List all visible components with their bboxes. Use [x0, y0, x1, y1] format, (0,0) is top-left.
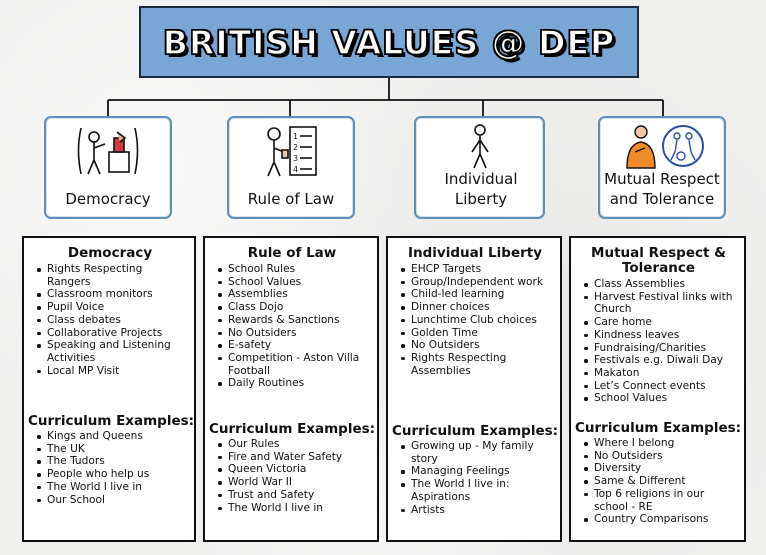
card-label: Individual Liberty — [444, 170, 518, 208]
list-item: School Values — [579, 392, 738, 405]
list-item: Daily Routines — [213, 377, 371, 390]
list-item: Classroom monitors — [32, 288, 188, 301]
list-item: Top 6 religions in our school - RE — [579, 488, 740, 513]
list-item: Fire and Water Safety — [213, 451, 373, 464]
card-democracy: Democracy — [44, 116, 172, 219]
column-title: Individual Liberty — [407, 245, 543, 261]
column-democracy: Democracy Rights Respecting Rangers Clas… — [22, 236, 196, 542]
card-individual-liberty: Individual Liberty — [414, 116, 545, 219]
rules-list-icon: 1 2 3 4 — [229, 122, 353, 180]
list-item: The UK — [32, 443, 190, 456]
list-item: Our School — [32, 494, 190, 507]
list-item: World War II — [213, 476, 373, 489]
list-item: Queen Victoria — [213, 463, 373, 476]
list-item: School Values — [213, 276, 371, 289]
list-item: Rights Respecting Rangers — [32, 263, 188, 288]
title-banner: BRITISH VALUES @ DEP — [139, 6, 639, 78]
values-list: EHCP Targets Group/Independent work Chil… — [396, 263, 554, 377]
list-item: Diversity — [579, 462, 740, 475]
column-mutual-respect: Mutual Respect & Tolerance Class Assembl… — [569, 236, 746, 542]
list-item: Collaborative Projects — [32, 327, 188, 340]
list-item: Managing Feelings — [396, 465, 556, 478]
list-item: The Tudors — [32, 455, 190, 468]
list-item: Assemblies — [213, 288, 371, 301]
svg-text:3: 3 — [293, 154, 298, 163]
list-item: Growing up - My family story — [396, 440, 556, 465]
curriculum-list: Our Rules Fire and Water Safety Queen Vi… — [213, 438, 373, 514]
card-label: Mutual Respect and Tolerance — [604, 170, 720, 208]
person-icon — [416, 122, 543, 170]
column-title: Democracy — [67, 245, 153, 261]
curriculum-list: Growing up - My family story Managing Fe… — [396, 440, 556, 516]
column-title: Rule of Law — [247, 245, 337, 261]
curriculum-title: Curriculum Examples: — [575, 420, 742, 436]
list-item: Rights Respecting Assemblies — [396, 352, 554, 377]
list-item: Local MP Visit — [32, 365, 188, 378]
list-item: Country Comparisons — [579, 513, 740, 526]
curriculum-list: Where I belong No Outsiders Diversity Sa… — [579, 437, 740, 526]
list-item: The World I live in — [213, 502, 373, 515]
list-item: Our Rules — [213, 438, 373, 451]
values-list: School Rules School Values Assemblies Cl… — [213, 263, 371, 390]
column-rule-of-law: Rule of Law School Rules School Values A… — [203, 236, 379, 542]
list-item: Harvest Festival links with Church — [579, 291, 738, 316]
curriculum-title: Curriculum Examples: — [28, 413, 195, 429]
list-item: Class debates — [32, 314, 188, 327]
list-item: Artists — [396, 504, 556, 517]
card-rule-of-law: 1 2 3 4 Rule of Law — [227, 116, 355, 219]
list-item: No Outsiders — [396, 339, 554, 352]
svg-text:4: 4 — [293, 165, 298, 174]
list-item: The World I live in — [32, 481, 190, 494]
list-item: Let’s Connect events — [579, 380, 738, 393]
list-item: Kindness leaves — [579, 329, 738, 342]
card-label: Democracy — [65, 190, 151, 208]
list-item: No Outsiders — [579, 450, 740, 463]
list-item: Group/Independent work — [396, 276, 554, 289]
list-item: Where I belong — [579, 437, 740, 450]
svg-text:2: 2 — [293, 143, 298, 152]
list-item: Class Assemblies — [579, 278, 738, 291]
list-item: Care home — [579, 316, 738, 329]
page-title: BRITISH VALUES @ DEP — [162, 22, 616, 63]
list-item: Festivals e.g. Diwali Day — [579, 354, 738, 367]
list-item: Lunchtime Club choices — [396, 314, 554, 327]
list-item: Makaton — [579, 367, 738, 380]
list-item: The World I live in: Aspirations — [396, 478, 556, 503]
list-item: Same & Different — [579, 475, 740, 488]
list-item: Child-led learning — [396, 288, 554, 301]
curriculum-list: Kings and Queens The UK The Tudors Peopl… — [32, 430, 190, 506]
list-item: Class Dojo — [213, 301, 371, 314]
svg-text:1: 1 — [293, 132, 298, 141]
list-item: People who help us — [32, 468, 190, 481]
people-respect-icon — [600, 122, 724, 170]
curriculum-title: Curriculum Examples: — [392, 423, 559, 439]
list-item: Speaking and Listening Activities — [32, 339, 188, 364]
values-list: Class Assemblies Harvest Festival links … — [579, 278, 738, 405]
card-label: Rule of Law — [247, 190, 335, 208]
list-item: Rewards & Sanctions — [213, 314, 371, 327]
curriculum-title: Curriculum Examples: — [209, 421, 376, 437]
list-item: Kings and Queens — [32, 430, 190, 443]
list-item: Fundraising/Charities — [579, 342, 738, 355]
column-title: Mutual Respect & Tolerance — [591, 245, 726, 276]
list-item: Golden Time — [396, 327, 554, 340]
list-item: Dinner choices — [396, 301, 554, 314]
list-item: Trust and Safety — [213, 489, 373, 502]
list-item: No Outsiders — [213, 327, 371, 340]
voting-box-icon — [46, 122, 170, 180]
list-item: E-safety — [213, 339, 371, 352]
list-item: School Rules — [213, 263, 371, 276]
list-item: Competition - Aston Villa Football — [213, 352, 371, 377]
list-item: EHCP Targets — [396, 263, 554, 276]
card-mutual-respect: Mutual Respect and Tolerance — [598, 116, 726, 219]
values-list: Rights Respecting Rangers Classroom moni… — [32, 263, 188, 377]
column-individual-liberty: Individual Liberty EHCP Targets Group/In… — [386, 236, 562, 542]
list-item: Pupil Voice — [32, 301, 188, 314]
